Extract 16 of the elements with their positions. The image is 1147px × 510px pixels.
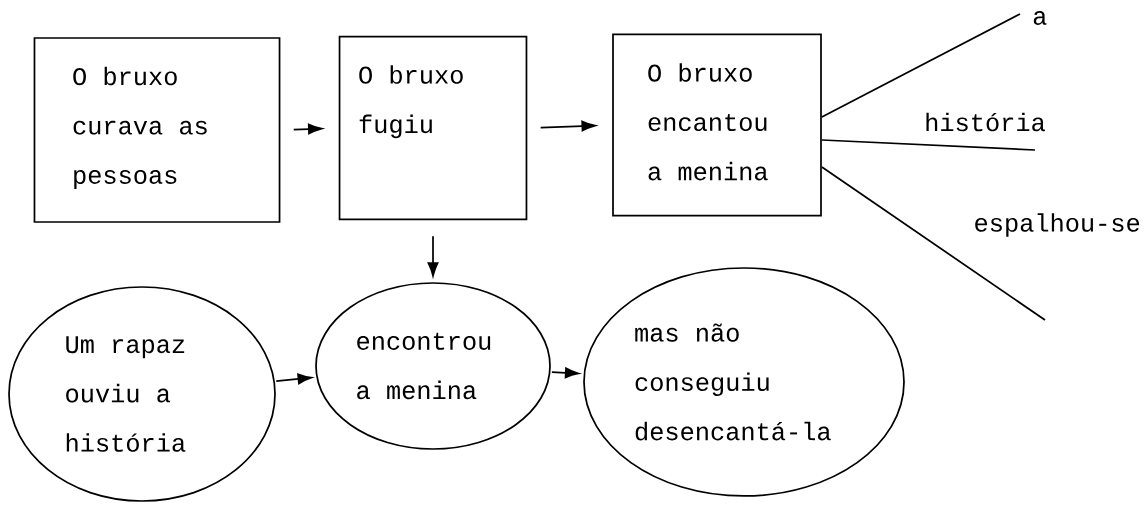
arrow xyxy=(292,123,323,135)
edge-label: a xyxy=(1033,11,1047,25)
process-box: O bruxo encantou a menina xyxy=(612,33,822,217)
event-bubble: mas não conseguiu desencantá-la xyxy=(583,267,905,497)
branch-line xyxy=(821,13,1021,118)
edge-label: espalhou-se xyxy=(975,213,1140,237)
process-box: O bruxo fugiu xyxy=(338,35,528,221)
arrow xyxy=(551,367,580,379)
event-bubble: encontrou a menina xyxy=(315,282,551,450)
arrow xyxy=(275,373,312,385)
process-box: O bruxo curava as pessoas xyxy=(33,37,281,223)
branch-line xyxy=(821,139,1036,151)
edge-label: história xyxy=(926,112,1045,132)
arrow xyxy=(427,235,439,277)
event-bubble: Um rapaz ouviu a história xyxy=(8,286,276,502)
branch-line xyxy=(821,166,1046,321)
